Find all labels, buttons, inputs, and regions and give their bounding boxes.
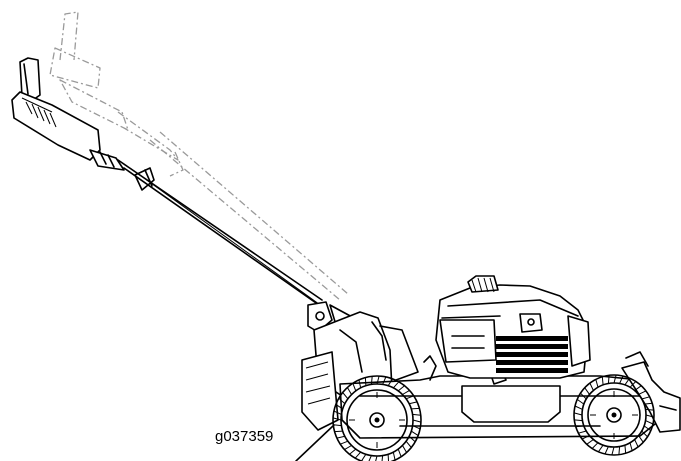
- tread-mark: [405, 440, 412, 448]
- front-wheel: [573, 374, 655, 456]
- tread-mark: [618, 446, 621, 455]
- tread-mark: [634, 385, 642, 391]
- handle-alternate-position: [49, 11, 349, 301]
- engine: [423, 275, 591, 381]
- tread-mark: [412, 413, 421, 416]
- tread-mark: [586, 439, 594, 445]
- tread-mark: [402, 445, 408, 453]
- tread-mark: [333, 410, 342, 415]
- tread-mark: [352, 383, 357, 392]
- tread-mark: [591, 442, 599, 449]
- tread-mark: [619, 375, 624, 384]
- tread-mark: [364, 377, 367, 386]
- tread-mark: [645, 414, 655, 418]
- tread-mark: [340, 440, 349, 445]
- tread-mark: [597, 444, 604, 453]
- tread-mark: [638, 435, 644, 443]
- tread-mark: [574, 405, 583, 410]
- tread-mark: [338, 397, 346, 405]
- tread-mark: [387, 454, 390, 461]
- tread-mark: [645, 408, 654, 411]
- tread-mark: [370, 376, 373, 385]
- tread-mark: [580, 392, 587, 400]
- tread-mark: [392, 381, 400, 389]
- tread-mark: [578, 430, 587, 434]
- tread-mark: [644, 402, 653, 405]
- tread-mark: [405, 395, 414, 400]
- tread-mark: [346, 387, 352, 395]
- tread-mark: [584, 387, 590, 395]
- callout-leader-line: [295, 424, 335, 461]
- tread-mark: [368, 455, 372, 461]
- tread-mark: [573, 412, 583, 416]
- tread-mark: [641, 430, 648, 438]
- tread-mark: [607, 375, 610, 384]
- tread-mark: [375, 455, 378, 461]
- tread-mark: [613, 374, 617, 384]
- tread-mark: [376, 375, 380, 385]
- tread-mark: [629, 442, 633, 451]
- tread-mark: [624, 445, 627, 454]
- tread-mark: [332, 417, 342, 421]
- tread-mark: [344, 445, 352, 451]
- tread-mark: [611, 446, 615, 456]
- tread-mark: [397, 448, 402, 457]
- tread-mark: [581, 435, 590, 440]
- tread-mark: [358, 379, 362, 389]
- tread-mark: [412, 419, 422, 423]
- tread-mark: [392, 451, 396, 461]
- tread-mark: [574, 419, 583, 422]
- tread-mark: [349, 448, 357, 455]
- handle-assembly: [11, 57, 363, 351]
- rear-wheel: [332, 375, 422, 461]
- tread-mark: [576, 398, 585, 405]
- tread-mark: [360, 453, 367, 461]
- tread-mark: [629, 381, 637, 388]
- tread-mark: [624, 377, 631, 386]
- tread-mark: [381, 455, 384, 461]
- tread-mark: [402, 389, 410, 395]
- tread-mark: [408, 401, 418, 405]
- tread-mark: [411, 407, 420, 410]
- tread-mark: [643, 425, 652, 432]
- tread-mark: [410, 430, 419, 437]
- tread-mark: [342, 392, 349, 400]
- tread-mark: [387, 378, 394, 387]
- tread-mark: [334, 430, 343, 433]
- tread-mark: [589, 382, 594, 391]
- figure-code-label: g037359: [215, 428, 274, 445]
- tread-mark: [638, 390, 647, 395]
- tread-mark: [604, 446, 609, 455]
- tread-mark: [601, 376, 604, 385]
- tread-mark: [575, 425, 584, 428]
- tread-mark: [354, 451, 362, 459]
- tread-mark: [335, 403, 344, 410]
- tread-mark: [397, 385, 405, 392]
- tread-mark: [595, 379, 599, 388]
- tread-mark: [634, 439, 639, 448]
- tread-mark: [645, 420, 654, 425]
- tread-mark: [412, 425, 421, 430]
- tread-mark: [382, 376, 387, 385]
- tread-mark: [336, 435, 346, 439]
- rear-housing: [301, 311, 419, 431]
- tread-mark: [641, 396, 650, 400]
- tread-mark: [408, 435, 416, 443]
